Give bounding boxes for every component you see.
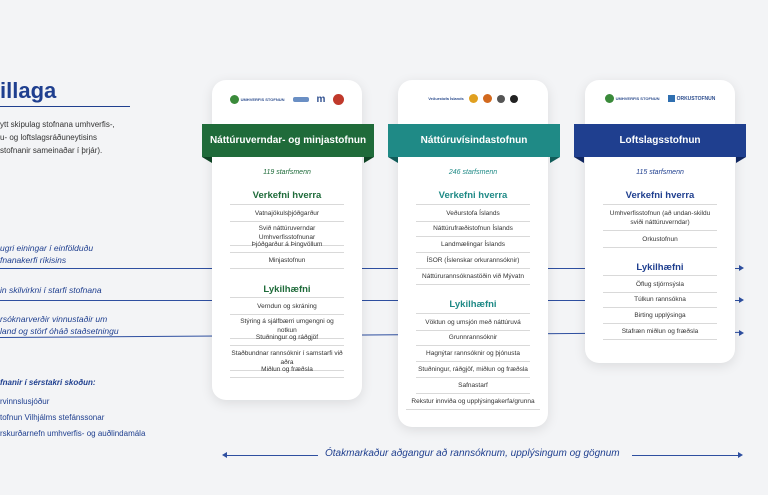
- skill-item: Safnastarf: [416, 381, 530, 394]
- skill-item: Staðbundnar rannsóknir í samstarfi við a…: [230, 349, 344, 371]
- task-item: Landmælingar Íslands: [416, 240, 530, 253]
- intro-line: u- og loftslagsráðuneytisins: [0, 133, 97, 142]
- card-logos: Veðurstofa Íslands: [398, 94, 548, 103]
- umhverfisstofnun-logo: UMHVERFIS STOFNUN: [604, 94, 660, 103]
- bottom-arrow-line-left: [226, 455, 318, 456]
- band-fold: [550, 157, 560, 163]
- intro-text: ytt skipulag stofnana umhverfis-, u- og …: [0, 118, 160, 157]
- staff-count: 115 starfsmenn: [636, 169, 684, 176]
- skill-item: Stuðningur og ráðgjöf: [230, 333, 344, 346]
- skill-item: Verndun og skráning: [230, 297, 344, 315]
- goal-line: fnanakerfi ríkisins: [0, 255, 67, 265]
- task-item: Minjastofnun: [230, 256, 344, 269]
- task-item: Svið náttúruverndar Umhverfisstofnunar: [230, 224, 344, 246]
- skills-heading: Lykilhæfni: [263, 284, 311, 295]
- goal-line: rsóknarverðir vinnustaðir um: [0, 314, 108, 324]
- title-divider: [0, 106, 130, 107]
- tasks-heading: Verkefni hverra: [438, 190, 508, 201]
- card-logos: UMHVERFIS STOFNUN m: [212, 94, 362, 105]
- card-title-band: Loftslagsstofnun: [574, 124, 746, 157]
- skill-item: Stuðningur, ráðgjöf, miðlun og fræðsla: [416, 365, 530, 378]
- ramy-logo: [509, 94, 518, 103]
- skill-item: Stafræn miðlun og fræðsla: [603, 327, 717, 340]
- minjastofnun-logo: m: [316, 94, 326, 105]
- goal-line: land og störf óháð staðsetningu: [0, 326, 119, 336]
- band-fold: [202, 157, 212, 163]
- band-fold: [388, 157, 398, 163]
- band-fold: [574, 157, 584, 163]
- band-fold: [364, 157, 374, 163]
- skills-heading: Lykilhæfni: [449, 299, 497, 310]
- note-item: rvinnslusjóður: [0, 397, 50, 406]
- task-item: Náttúrufræðistofnun Íslands: [416, 224, 530, 237]
- note-item: rskurðarnefn umhverfis- og auðlindamála: [0, 429, 146, 438]
- task-item: Náttúrurannsóknastöðin við Mývatn: [416, 272, 530, 285]
- task-item: Veðurstofa Íslands: [416, 204, 530, 222]
- skill-item: Öflug stjórnsýsla: [603, 275, 717, 293]
- goal-text-2: in skilvirkni í starfi stofnana: [0, 284, 102, 296]
- skill-item: Rekstur innviða og upplýsingakerfa/grunn…: [406, 397, 540, 410]
- skill-item: Stýring á sjálfbærri umgengni og notkun: [230, 317, 344, 339]
- skill-item: Hagnýtar rannsóknir og þjónusta: [416, 349, 530, 362]
- tasks-heading: Verkefni hverra: [625, 190, 695, 201]
- goal-line: ugri einingar í einfölduðu: [0, 243, 94, 253]
- notes-heading: fnanir í sérstakri skoðun:: [0, 378, 96, 387]
- task-item: Vatnajökulsþjóðgarður: [230, 204, 344, 222]
- card-logos: UMHVERFIS STOFNUN ORKUSTOFNUN: [585, 94, 735, 103]
- intro-line: stofnanir sameinaðar í þrjár).: [0, 146, 103, 155]
- task-item: ÍSOR (Íslenskar orkurannsóknir): [416, 256, 530, 269]
- connector-line-1: [0, 268, 740, 269]
- card-climate: UMHVERFIS STOFNUN ORKUSTOFNUN 115 starfs…: [585, 80, 735, 363]
- note-item: tofnun Vilhjálms stefánssonar: [0, 413, 105, 422]
- arrow-right-icon: [738, 452, 743, 458]
- staff-count: 246 starfsmenn: [448, 169, 498, 176]
- isor-logo: [482, 94, 492, 103]
- orkustofnun-logo: ORKUSTOFNUN: [667, 95, 715, 102]
- arrow-left-icon: [222, 452, 227, 458]
- band-fold: [736, 157, 746, 163]
- ni-logo: [496, 94, 505, 103]
- goal-text-3: rsóknarverðir vinnustaðir um land og stö…: [0, 313, 119, 337]
- staff-count: 119 starfsmenn: [263, 169, 311, 176]
- bottom-arrow-line-right: [632, 455, 738, 456]
- arrow-right-icon: [739, 297, 744, 303]
- skill-item: Birting upplýsinga: [603, 311, 717, 324]
- skills-heading: Lykilhæfni: [636, 262, 684, 273]
- task-item: Umhverfisstofnun (að undan-skildu sviði …: [603, 204, 717, 231]
- vedurstofa-logo: Veðurstofa Íslands: [428, 96, 464, 101]
- bottom-caption: Ótakmarkaður aðgangur að rannsóknum, upp…: [325, 448, 620, 459]
- tasks-heading: Verkefni hverra: [252, 190, 322, 201]
- goal-text-1: ugri einingar í einfölduðu fnanakerfi rí…: [0, 242, 93, 266]
- card-title-band: Náttúruvísindastofnun: [388, 124, 560, 157]
- goal-line: in skilvirkni í starfi stofnana: [0, 285, 102, 295]
- skill-item: Grunnrannsóknir: [416, 333, 530, 346]
- task-item: Orkustofnun: [603, 235, 717, 248]
- connector-line-2: [0, 300, 740, 301]
- arrow-right-icon: [739, 330, 744, 336]
- skill-item: Vöktun og umsjón með náttúruvá: [416, 313, 530, 331]
- lmi-logo: [468, 94, 478, 103]
- arrow-right-icon: [739, 265, 744, 271]
- intro-line: ytt skipulag stofnana umhverfis-,: [0, 120, 115, 129]
- skill-item: Miðlun og fræðsla: [230, 365, 344, 378]
- skill-item: Túlkun rannsókna: [603, 295, 717, 308]
- card-title-band: Náttúruverndar- og minjastofnun: [202, 124, 374, 157]
- page-title: illaga: [0, 78, 57, 103]
- task-item: Þjóðgarður á Þingvöllum: [230, 240, 344, 253]
- vatnajokull-logo: [292, 97, 309, 102]
- umhverfisstofnun-logo: UMHVERFIS STOFNUN: [229, 95, 285, 104]
- seal-logo: [333, 94, 345, 105]
